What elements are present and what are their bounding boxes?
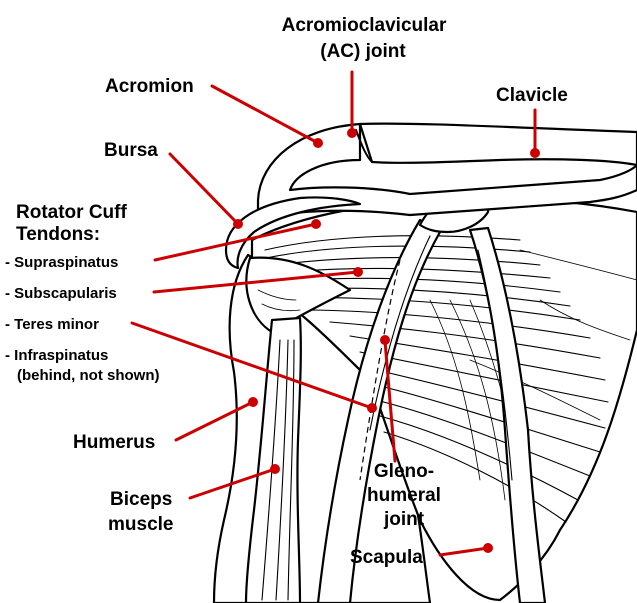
dot-subscapularis [353,267,363,277]
label-clavicle: Clavicle [496,85,568,106]
label-bursa: Bursa [104,140,158,161]
leader-acromion [212,86,318,143]
label-subscapularis: - Subscapularis [5,285,117,302]
label-biceps-line2: muscle [108,514,173,535]
dot-supraspinatus [311,219,321,229]
label-scapula: Scapula [350,547,423,568]
dot-ac-joint [347,128,357,138]
dot-clavicle [530,148,540,158]
label-teres-minor: - Teres minor [5,316,99,333]
label-humerus: Humerus [73,432,155,453]
dot-biceps [270,464,280,474]
label-gleno-line1: Gleno- [374,461,434,482]
label-gleno-line2: humeral [367,485,441,506]
leader-bursa [170,154,238,224]
label-biceps-line1: Biceps [110,489,172,510]
dot-teres-minor [367,403,377,413]
label-ac-joint-line1: Acromioclavicular [282,15,447,36]
label-ac-joint-line2: (AC) joint [320,41,406,62]
anatomy-drawing [214,124,637,603]
dot-humerus [248,397,258,407]
label-supraspinatus: - Supraspinatus [5,254,118,271]
label-rotator-line1: Rotator Cuff [16,202,127,223]
label-gleno-line3: joint [383,509,425,530]
label-acromion: Acromion [105,76,194,97]
dot-acromion [313,138,323,148]
label-infraspinatus-line2: (behind, not shown) [17,367,159,384]
label-infraspinatus-line1: - Infraspinatus [5,347,108,364]
label-rotator-line2: Tendons: [16,224,100,245]
dot-bursa [233,219,243,229]
dot-glenohumeral [380,335,390,345]
dot-scapula [483,543,493,553]
